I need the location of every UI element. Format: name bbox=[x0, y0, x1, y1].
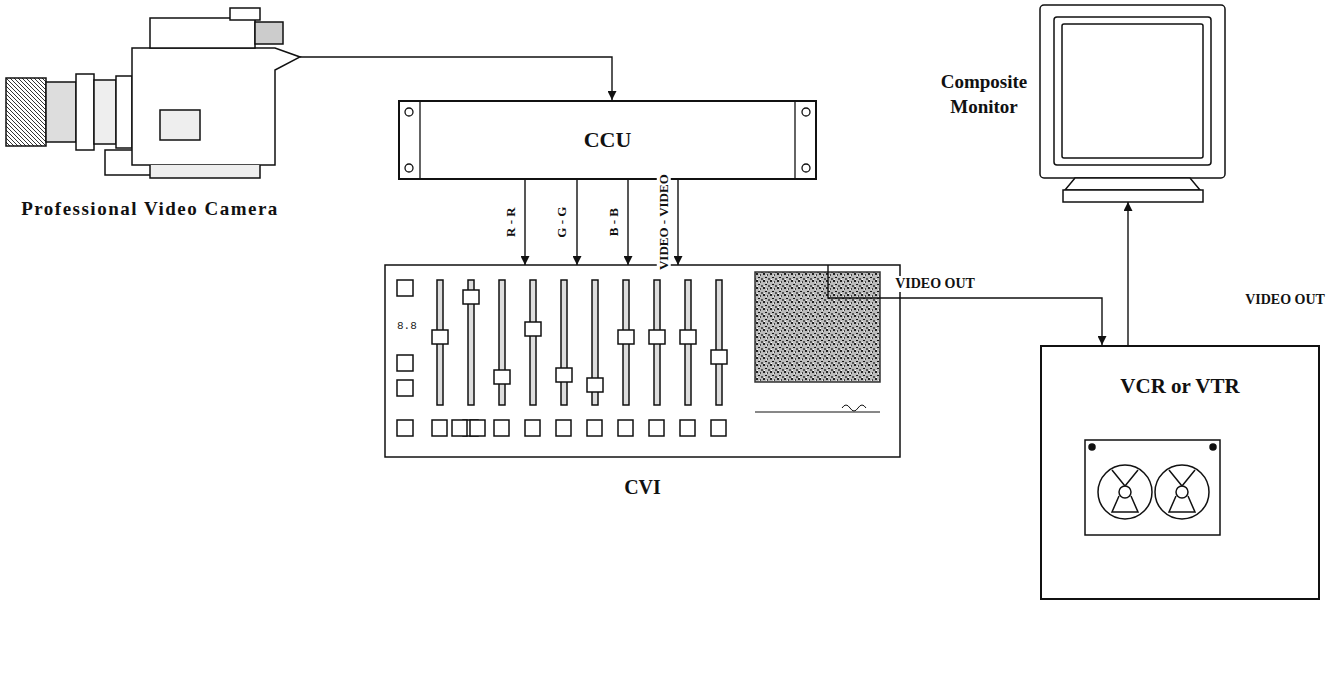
signal-name: VIDEO OUT bbox=[1243, 292, 1327, 307]
cvi-panel bbox=[385, 265, 900, 457]
device-node: VCR or VTR bbox=[1040, 345, 1320, 600]
signal-name: R - R bbox=[504, 205, 518, 239]
device-node: CCU bbox=[398, 100, 817, 180]
ccu-mounting-holes bbox=[405, 100, 810, 180]
signal-cable bbox=[627, 180, 628, 265]
signal-name: B - B bbox=[607, 206, 621, 238]
device-label: VCR or VTR bbox=[1120, 373, 1239, 400]
camera-illustration bbox=[6, 8, 300, 178]
device-label: Composite Monitor bbox=[935, 70, 1033, 119]
signal-cable bbox=[300, 57, 612, 100]
signal-name: VIDEO OUT bbox=[893, 276, 977, 291]
monitor-illustration bbox=[1040, 5, 1225, 202]
device-label: CCU bbox=[584, 126, 632, 155]
signal-name: VIDEO - VIDEO bbox=[657, 172, 671, 272]
device-node: CVI bbox=[385, 265, 900, 500]
device-node: Professional Video Camera bbox=[0, 10, 300, 222]
signal-cable bbox=[576, 180, 577, 265]
signal-cable bbox=[524, 180, 525, 265]
signal-cable bbox=[677, 180, 678, 265]
signal-cable bbox=[828, 265, 1102, 345]
signal-name: G - G bbox=[556, 204, 570, 239]
display-digits: 8.8 bbox=[397, 320, 417, 332]
tape-reels bbox=[1085, 440, 1220, 535]
device-label: Professional Video Camera bbox=[21, 197, 279, 222]
device-node: Composite Monitor bbox=[935, 0, 1230, 202]
signal-cable bbox=[1127, 202, 1128, 345]
device-label: CVI bbox=[624, 474, 661, 500]
